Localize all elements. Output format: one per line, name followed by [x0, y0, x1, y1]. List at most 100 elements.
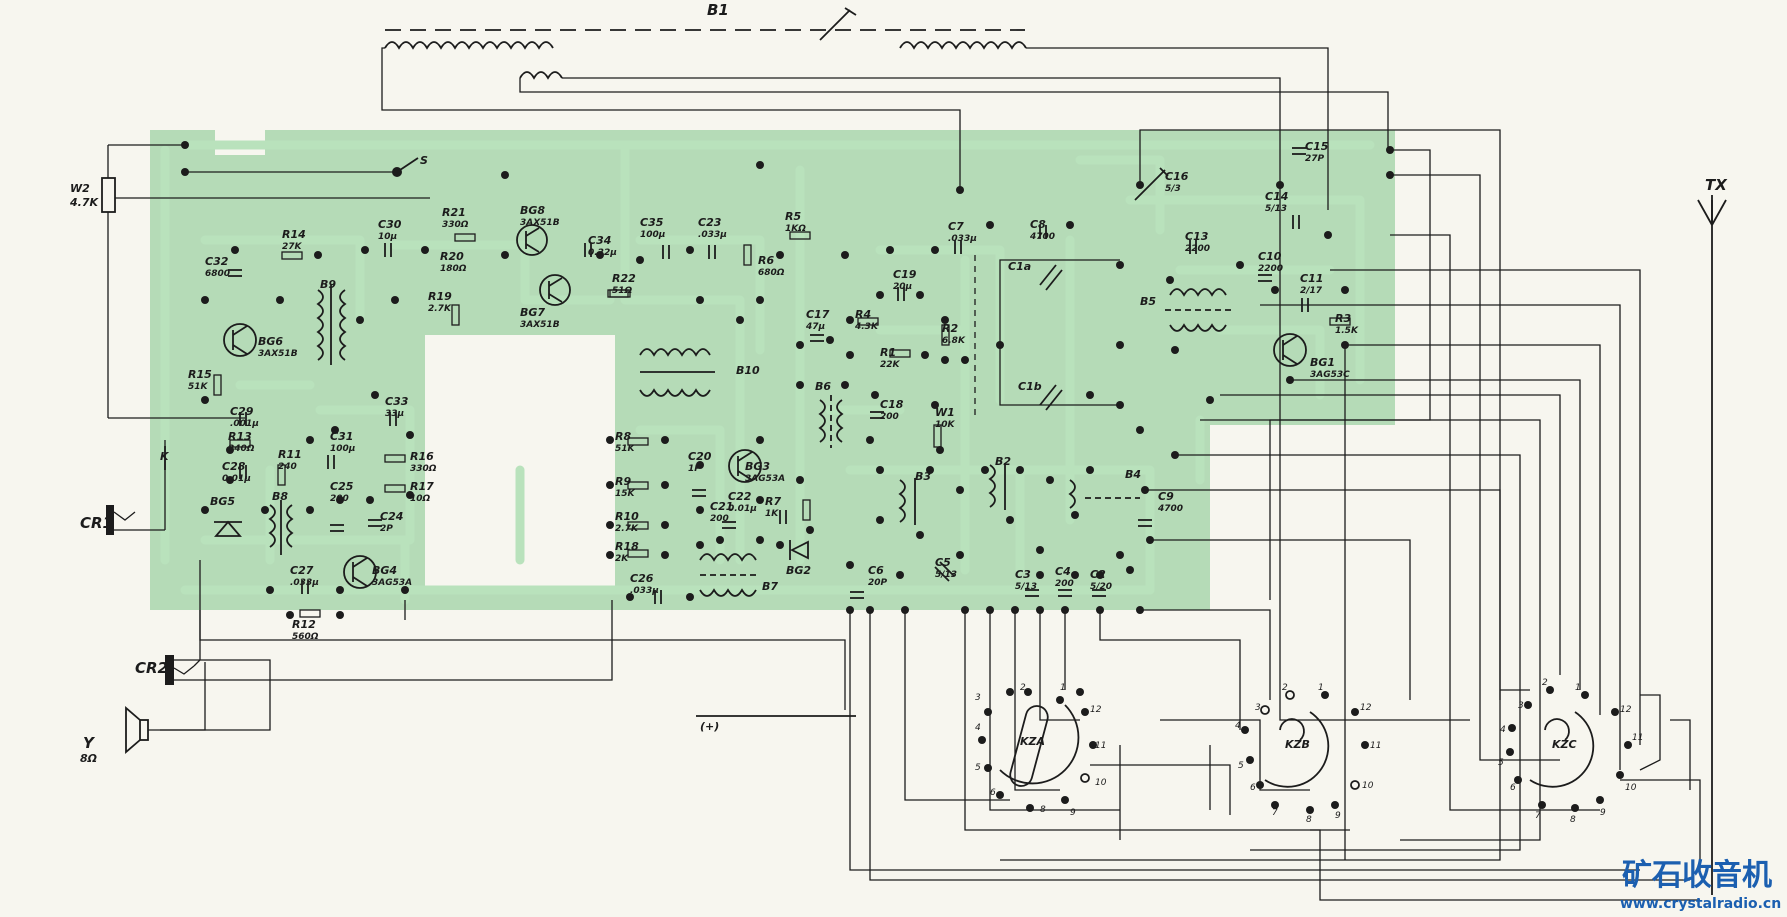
svg-text:10: 10: [1625, 783, 1637, 793]
svg-text:11: 11: [1632, 733, 1643, 743]
label-b9: B9: [320, 278, 336, 291]
label-w2-value: 4.7K: [69, 196, 99, 209]
svg-text:9: 9: [1600, 808, 1606, 818]
svg-text:1: 1: [1318, 683, 1324, 693]
svg-text:1: 1: [1060, 683, 1066, 693]
kzb-label: KZB: [1285, 738, 1310, 751]
transformers: [268, 285, 1235, 597]
label-c7: C7.033μ: [948, 220, 977, 244]
svg-text:5: 5: [1498, 758, 1504, 768]
supply-plus: (+): [696, 715, 856, 733]
diode-bg2: [789, 540, 809, 560]
label-b1: B1: [707, 1, 729, 19]
label-s: S: [420, 154, 428, 167]
svg-text:2: 2: [1542, 678, 1548, 688]
jack-cr2: CR2: [135, 600, 613, 731]
power-switch-s: S: [185, 154, 428, 177]
label-b4: B4: [1125, 468, 1141, 481]
svg-text:4: 4: [1235, 721, 1241, 731]
label-b3: B3: [915, 470, 931, 483]
svg-text:8: 8: [1040, 805, 1046, 815]
svg-text:5: 5: [1238, 761, 1244, 771]
diode-bg5: [214, 520, 242, 537]
watermark-brand: 矿石收音机: [1622, 858, 1772, 893]
svg-text:4: 4: [1500, 725, 1506, 735]
label-c1b: C1b: [1018, 380, 1042, 393]
label-w2: W2: [70, 182, 90, 195]
kza-label: KZA: [1020, 735, 1045, 748]
svg-text:2: 2: [1282, 683, 1288, 693]
label-b10: B10: [736, 364, 760, 377]
transformer-b8: [268, 500, 294, 555]
svg-text:6: 6: [1250, 783, 1256, 793]
label-c1a: C1a: [1008, 260, 1031, 273]
label-plus: (+): [700, 720, 719, 733]
band-switch-kza: KZA 1 2 3 4 5 6 8 9 10 11 12: [975, 683, 1107, 818]
transistor-bg8: [516, 224, 548, 256]
transistor-bg4: [343, 555, 377, 589]
svg-text:7: 7: [1272, 808, 1278, 818]
transistors: [214, 224, 1307, 589]
antenna-tx: TX: [1697, 176, 1728, 895]
svg-text:11: 11: [1095, 741, 1106, 751]
svg-text:9: 9: [1070, 808, 1076, 818]
label-c23: C23.033μ: [698, 216, 727, 240]
transformer-b5: [1165, 288, 1235, 332]
transistor-bg1: [1273, 333, 1307, 367]
kzc-label: KZC: [1552, 738, 1577, 751]
transformer-b4: [1068, 479, 1140, 509]
svg-text:1: 1: [1575, 683, 1581, 693]
svg-text:12: 12: [1620, 705, 1632, 715]
volume-pot-w2: W2 4.7K: [69, 144, 430, 419]
svg-text:8: 8: [1570, 815, 1576, 825]
svg-text:9: 9: [1335, 811, 1341, 821]
svg-text:10: 10: [1095, 778, 1107, 788]
svg-text:7: 7: [1535, 811, 1541, 821]
label-k: K: [160, 450, 170, 463]
label-b7: B7: [762, 580, 778, 593]
pcb-board: [150, 130, 1395, 610]
label-c26: C26.033μ: [630, 572, 659, 596]
label-speaker-value: 8Ω: [80, 752, 97, 765]
